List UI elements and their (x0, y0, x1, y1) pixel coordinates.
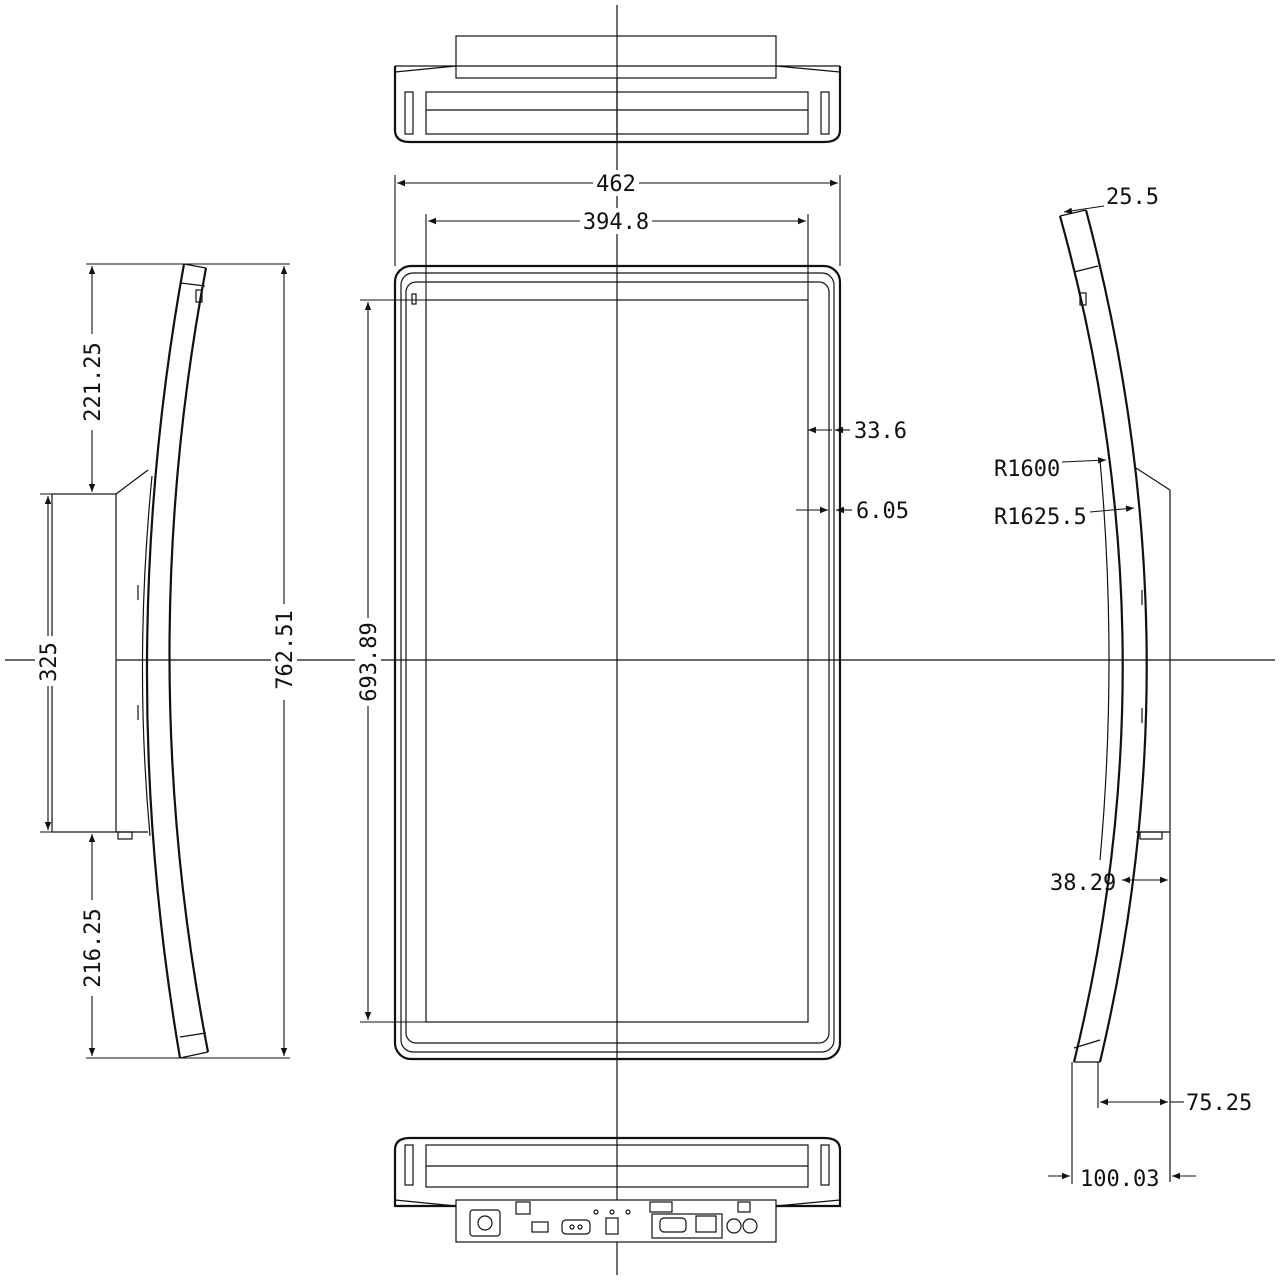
dim-bracket-depth: 38.29 (1050, 871, 1116, 896)
front-view (393, 264, 842, 1061)
dim-display-height: 693.89 (357, 622, 382, 701)
dim-radius-outer: R1625.5 (994, 505, 1087, 530)
left-dimensions: 762.51 221.25 325 216.25 (35, 263, 298, 1059)
dim-top-offset: 221.25 (81, 342, 106, 421)
dim-depth-total: 100.03 (1080, 1167, 1159, 1192)
dim-overall-height: 762.51 (273, 610, 298, 689)
right-dimensions: 25.5 R1600 R1625.5 38.29 75.25 100.03 (994, 185, 1252, 1192)
right-side-view (1058, 209, 1171, 1182)
dim-overall-width: 462 (596, 172, 636, 197)
left-side-view (51, 263, 210, 1059)
dim-radius-inner: R1600 (994, 457, 1060, 482)
center-lines (5, 5, 1275, 1275)
dim-display-width: 394.8 (583, 210, 649, 235)
dim-thickness: 25.5 (1106, 185, 1159, 210)
dim-bezel-side: 33.6 (854, 419, 907, 444)
top-view (393, 35, 842, 144)
front-dimensions: 462 394.8 693.89 33.6 6.05 (355, 170, 909, 1023)
bottom-view (393, 1136, 842, 1243)
dim-bottom-offset: 216.25 (81, 908, 106, 987)
dim-depth-mid: 75.25 (1186, 1091, 1252, 1116)
dim-bezel-edge: 6.05 (856, 499, 909, 524)
dim-bracket-height: 325 (37, 642, 62, 682)
